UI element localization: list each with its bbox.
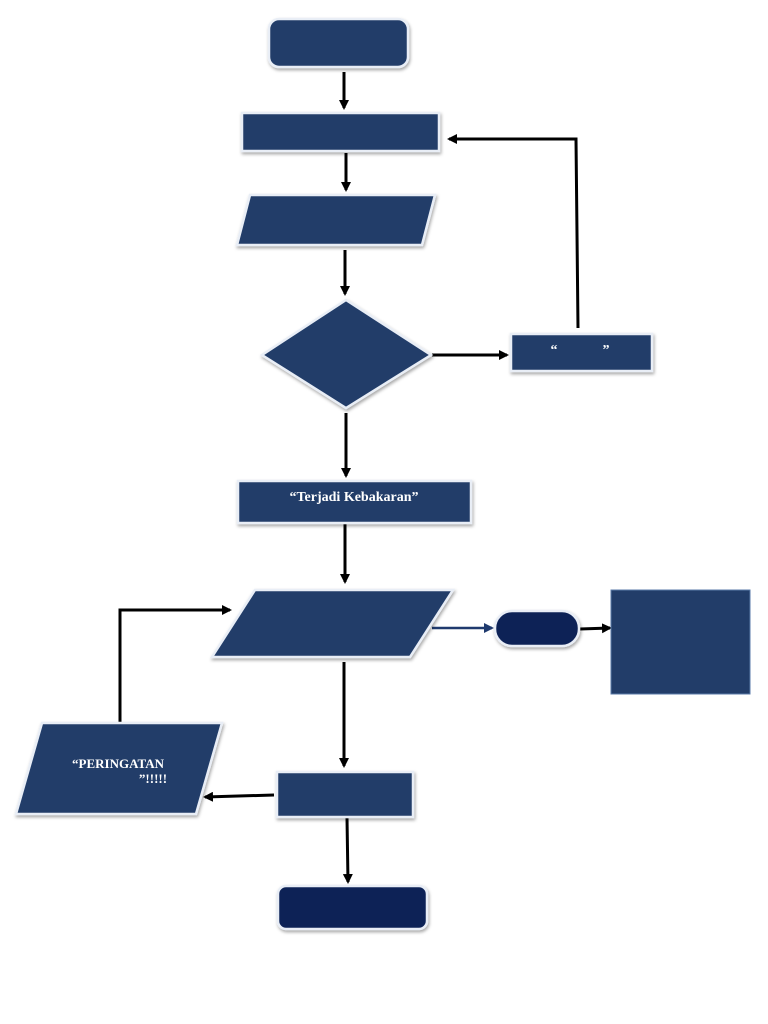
warning-line-2: ”!!!!!	[139, 771, 167, 786]
connectors	[118, 72, 612, 884]
decision-diamond	[259, 298, 434, 410]
input-parallelogram-1	[235, 193, 437, 247]
warning-line-1: “PERINGATAN	[72, 756, 165, 771]
arrow-warning-to-input2	[118, 605, 232, 722]
arrow-loop-back	[447, 134, 580, 329]
loop-open-quote: “	[551, 343, 558, 358]
start-terminal	[267, 17, 410, 69]
end-terminal	[276, 884, 429, 931]
warning-parallelogram	[14, 721, 224, 816]
side-box	[610, 589, 751, 695]
alarm-box	[236, 479, 473, 525]
input-parallelogram-2	[209, 588, 456, 659]
loop-close-quote: ”	[603, 343, 610, 358]
arrow-connector-to-side-box	[579, 623, 612, 634]
alarm-label: “Terjadi Kebakaran”	[290, 490, 419, 505]
process-box-2	[275, 770, 415, 819]
arrow-process2-to-end	[342, 817, 353, 884]
process-box-1	[240, 111, 441, 153]
arrow-process2-to-warning	[203, 791, 275, 802]
loop-output-box	[509, 332, 654, 373]
connector-terminal	[493, 609, 581, 648]
